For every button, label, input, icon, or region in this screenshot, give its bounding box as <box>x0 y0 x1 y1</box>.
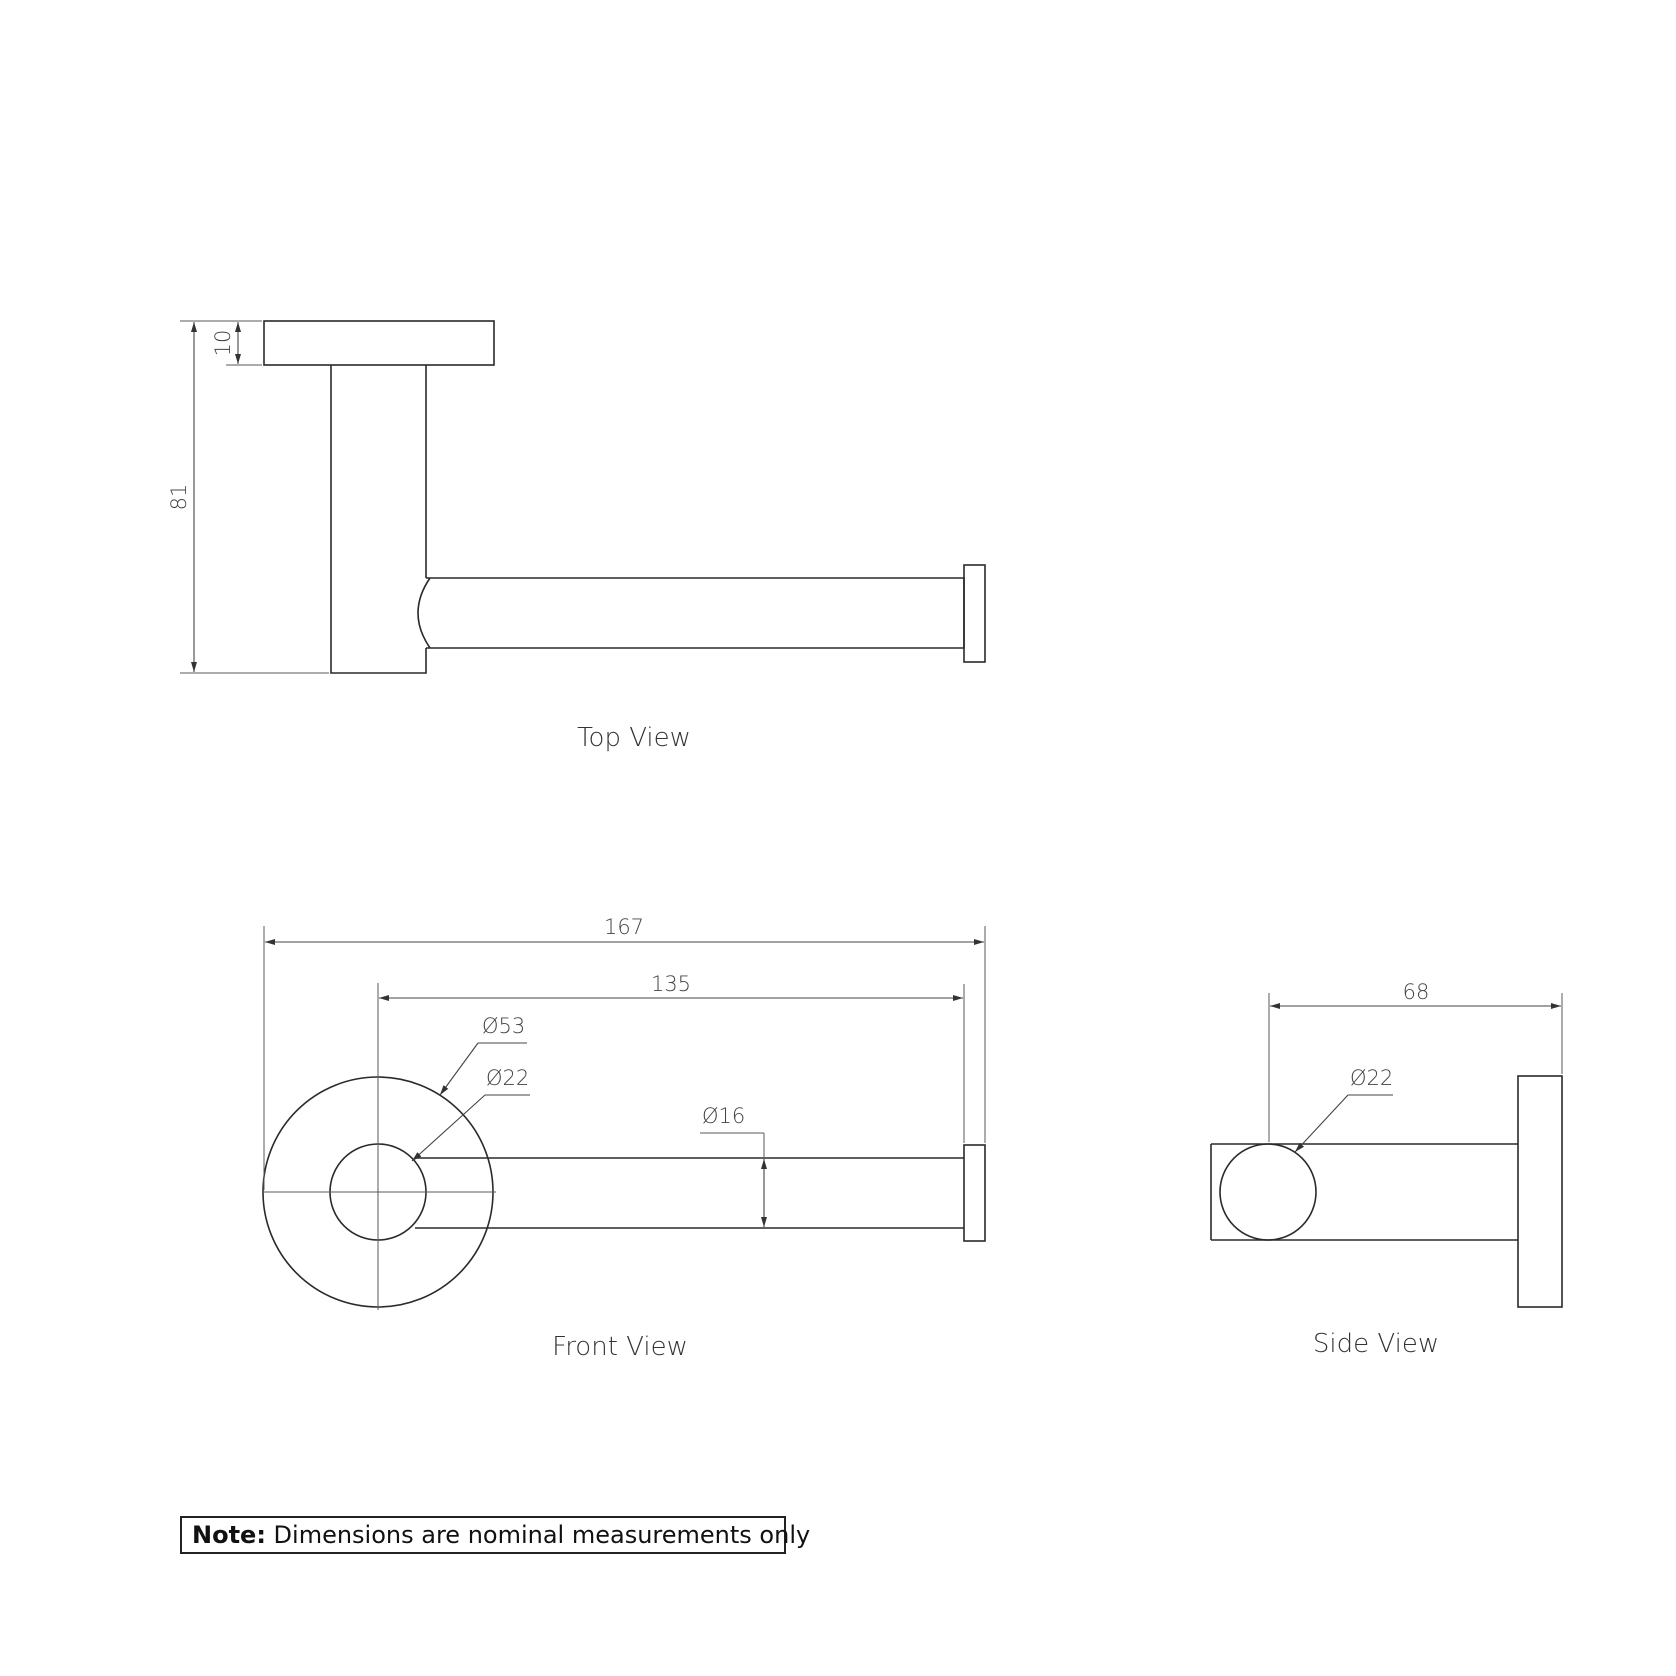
side-view-wall-plate <box>1517 1075 1563 1308</box>
dim-text-68: 68 <box>1403 980 1430 1004</box>
side-view-boss-circle <box>1219 1143 1317 1241</box>
dim-text-10: 10 <box>211 330 235 357</box>
top-view: 81 10 Top View <box>167 320 986 753</box>
front-view-end-cap <box>963 1144 986 1242</box>
dim-text-plate-diameter: Ø53 <box>482 1014 525 1038</box>
side-view-arm <box>1210 1143 1518 1241</box>
dim-text-81: 81 <box>167 484 191 511</box>
top-view-label: Top View <box>577 723 691 753</box>
dim-text-side-boss-diameter: Ø22 <box>1350 1066 1393 1090</box>
front-view: 167 135 Ø53 Ø22 Ø16 Front View <box>262 915 986 1362</box>
note-text: Dimensions are nominal measurements only <box>265 1521 811 1549</box>
side-view: 68 Ø22 Side View <box>1210 980 1563 1359</box>
side-view-label: Side View <box>1313 1329 1439 1359</box>
front-view-rod <box>415 1157 964 1229</box>
top-view-wall-plate <box>263 320 495 366</box>
note-box: Note: Dimensions are nominal measurement… <box>180 1516 810 1554</box>
note-prefix: Note: <box>192 1521 266 1549</box>
dim-text-boss-diameter: Ø22 <box>486 1066 529 1090</box>
top-view-end-cap <box>963 564 986 663</box>
dim-text-rod-diameter: Ø16 <box>702 1104 745 1128</box>
top-view-post <box>330 365 427 674</box>
front-view-label: Front View <box>552 1332 688 1362</box>
dim-text-167: 167 <box>604 915 644 939</box>
dim-text-135: 135 <box>651 972 691 996</box>
top-view-arm <box>417 577 965 649</box>
